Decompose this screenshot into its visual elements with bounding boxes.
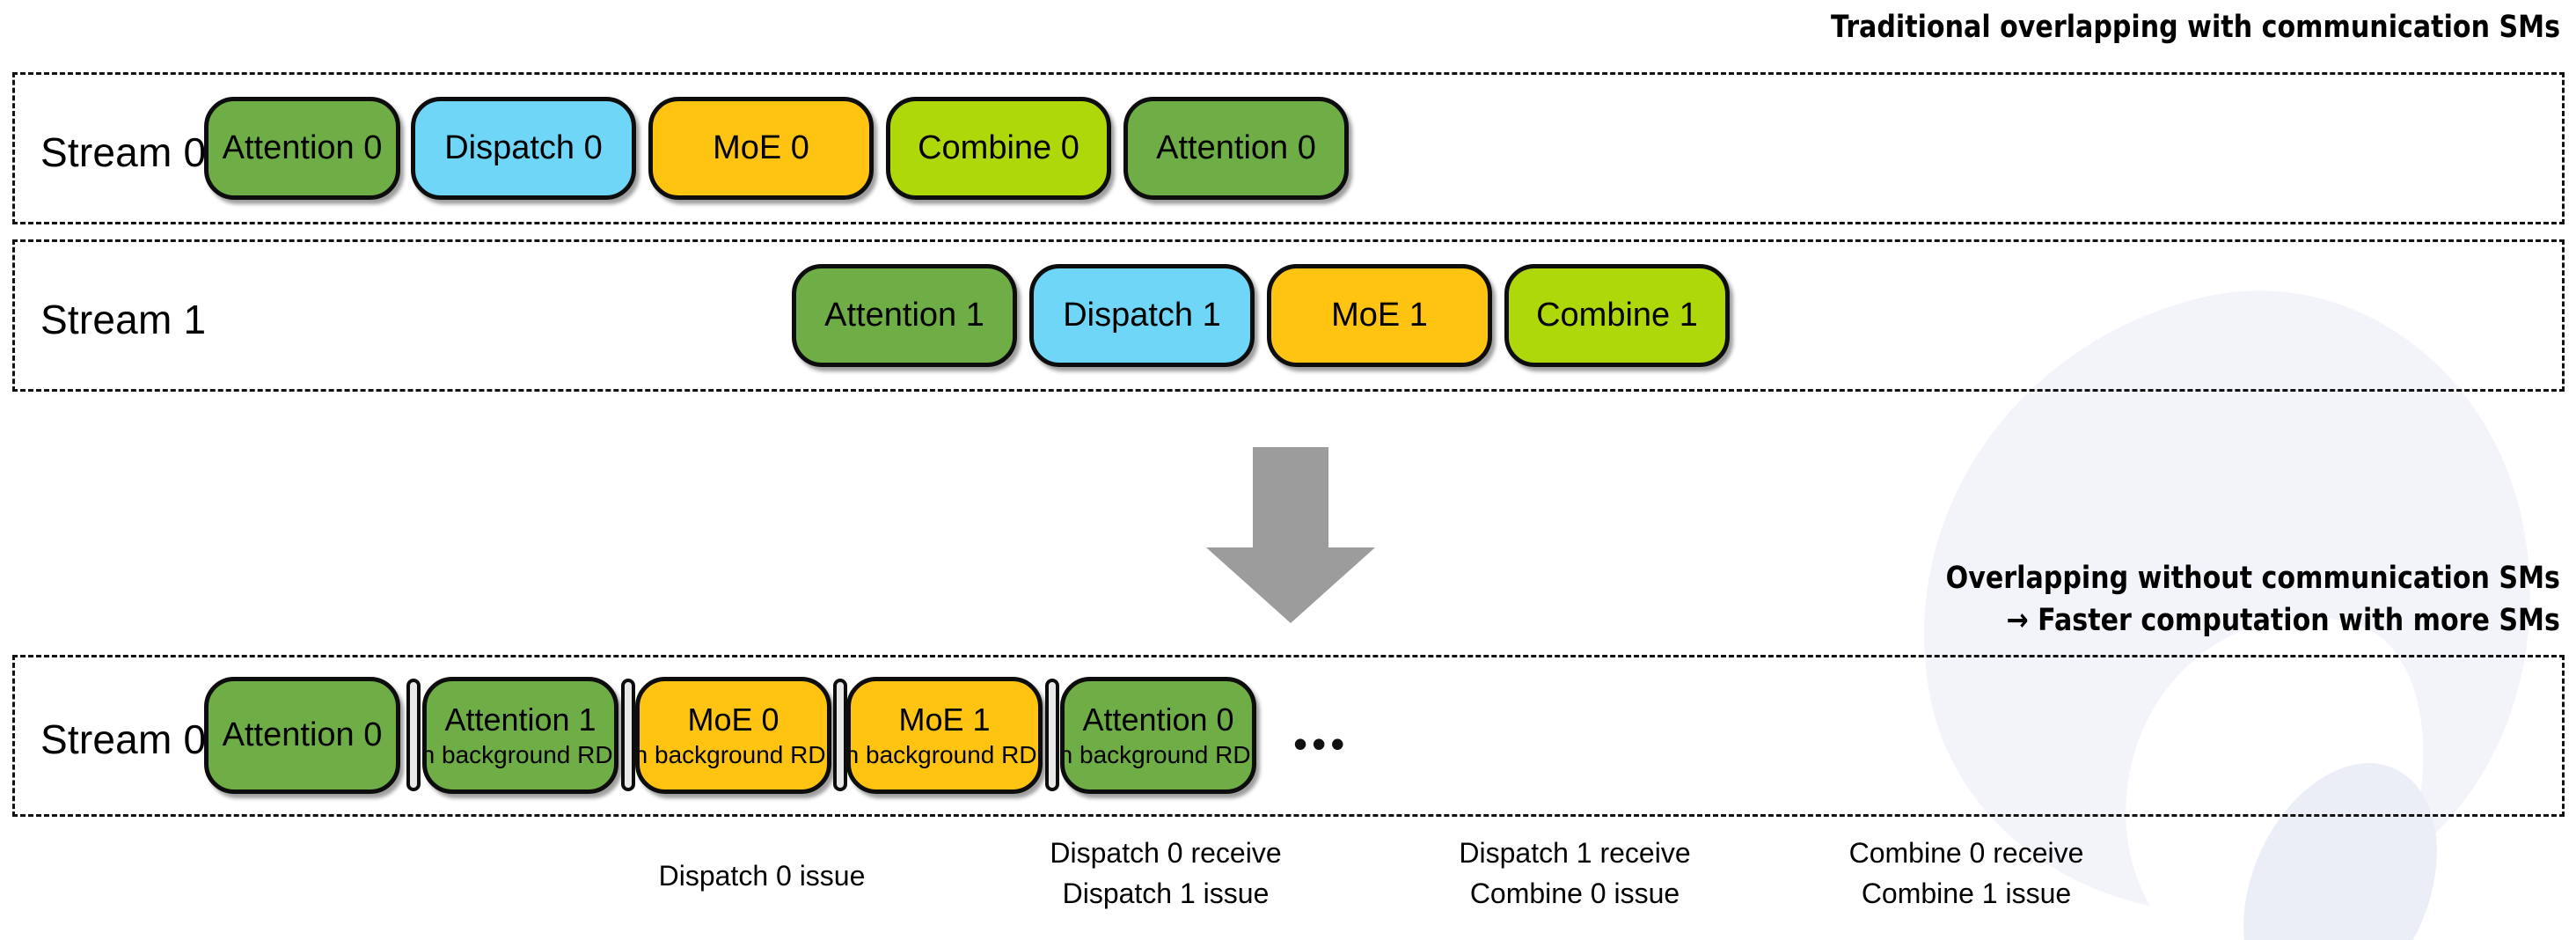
annotation-dispatch-0-issue: Dispatch 0 issue — [659, 856, 866, 896]
overlap-box-moe-1[interactable]: MoE 1 with background RDMA — [846, 677, 1043, 794]
annotation-line-2: Combine 0 issue — [1469, 878, 1680, 910]
lane-stream-0-overlapped — [12, 655, 2565, 817]
task-box-attention-0-second[interactable]: Attention 0 — [1123, 97, 1349, 200]
task-box-title: Attention 1 — [824, 296, 984, 334]
annotation-line-1: Combine 0 receive — [1848, 837, 2084, 869]
annotation-line-2: Dispatch 1 issue — [1062, 878, 1270, 910]
lane-label-stream-1-traditional: Stream 1 — [40, 297, 207, 342]
task-box-moe-1[interactable]: MoE 1 — [1267, 264, 1492, 367]
task-box-title: Attention 0 — [1082, 701, 1234, 738]
down-arrow-icon-head — [1206, 547, 1375, 623]
timeline-separator-4 — [1045, 679, 1059, 791]
task-box-attention-0[interactable]: Attention 0 — [204, 97, 400, 200]
annotation-line-2: Combine 1 issue — [1861, 878, 2072, 910]
bottom-heading-line-2: → Faster computation with more SMs — [2006, 603, 2560, 638]
task-box-title: MoE 1 — [898, 701, 991, 738]
bottom-heading-line-1: Overlapping without communication SMs — [1945, 561, 2560, 596]
task-box-title: Attention 1 — [444, 701, 596, 738]
task-box-title: Dispatch 1 — [1063, 296, 1221, 334]
task-box-dispatch-1[interactable]: Dispatch 1 — [1029, 264, 1255, 367]
task-box-dispatch-0[interactable]: Dispatch 0 — [411, 97, 636, 200]
down-arrow-icon-shaft — [1253, 447, 1328, 556]
top-heading: Traditional overlapping with communicati… — [1830, 10, 2560, 45]
overlap-box-attention-0[interactable]: Attention 0 — [204, 677, 400, 794]
task-box-subtitle: with background RDMA — [1060, 740, 1252, 768]
task-box-title: MoE 0 — [687, 701, 779, 738]
task-box-subtitle: with background RDMA — [846, 740, 1038, 768]
lane-label-stream-0-overlapped: Stream 0 — [40, 716, 207, 762]
timeline-separator-3 — [833, 679, 847, 791]
annotation-dispatch-1-receive: Dispatch 1 receive Combine 0 issue — [1459, 833, 1690, 914]
overlap-box-attention-1[interactable]: Attention 1 with background RDMA — [422, 677, 618, 794]
annotation-dispatch-0-receive: Dispatch 0 receive Dispatch 1 issue — [1050, 833, 1281, 914]
task-box-subtitle: with background RDMA — [635, 740, 827, 768]
lane-label-stream-0-traditional: Stream 0 — [40, 129, 207, 175]
overlap-box-moe-0[interactable]: MoE 0 with background RDMA — [635, 677, 831, 794]
timeline-separator-1 — [406, 679, 421, 791]
task-box-title: MoE 1 — [1331, 296, 1428, 334]
lane-stream-0-traditional — [12, 72, 2565, 224]
task-box-title: MoE 0 — [713, 129, 809, 166]
task-box-title: Combine 1 — [1536, 296, 1698, 334]
timeline-separator-2 — [621, 679, 635, 791]
annotation-line-1: Dispatch 0 receive — [1050, 837, 1282, 869]
overlap-box-attention-0-repeat[interactable]: Attention 0 with background RDMA — [1060, 677, 1256, 794]
annotation-combine-0-receive: Combine 0 receive Combine 1 issue — [1849, 833, 2084, 914]
task-box-title: Attention 0 — [222, 716, 383, 753]
task-box-attention-1[interactable]: Attention 1 — [792, 264, 1017, 367]
task-box-combine-0[interactable]: Combine 0 — [886, 97, 1111, 200]
continuation-ellipsis: ••• — [1293, 721, 1350, 767]
annotation-line-1: Dispatch 1 receive — [1459, 837, 1691, 869]
task-box-subtitle: with background RDMA — [422, 740, 614, 768]
annotation-line-1: Dispatch 0 issue — [658, 860, 866, 892]
task-box-combine-1[interactable]: Combine 1 — [1504, 264, 1730, 367]
task-box-moe-0[interactable]: MoE 0 — [648, 97, 874, 200]
task-box-title: Combine 0 — [918, 129, 1079, 166]
task-box-title: Dispatch 0 — [444, 129, 603, 166]
task-box-title: Attention 0 — [1156, 129, 1316, 166]
task-box-title: Attention 0 — [222, 129, 383, 166]
lane-stream-1-traditional — [12, 239, 2565, 392]
